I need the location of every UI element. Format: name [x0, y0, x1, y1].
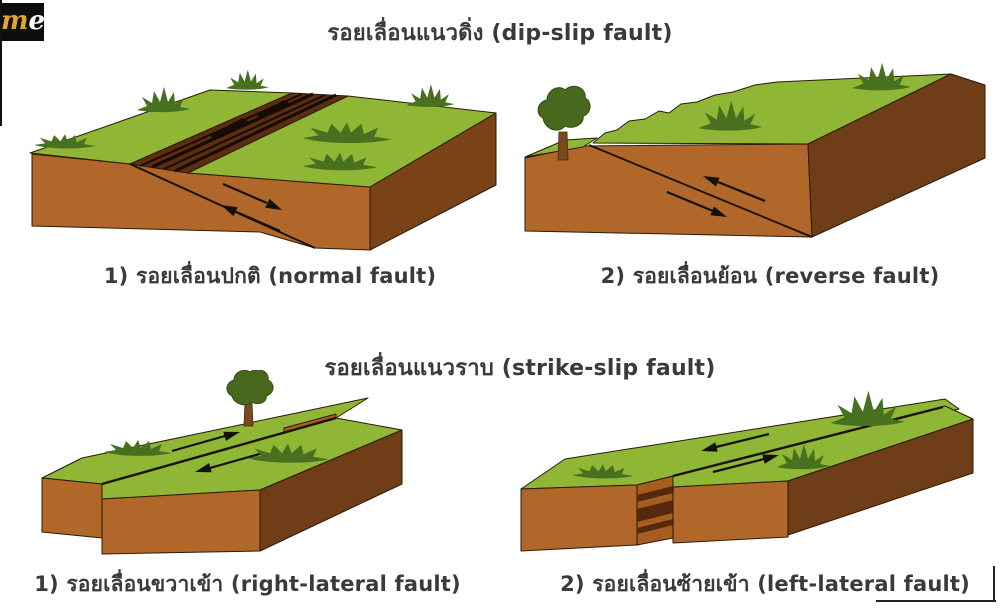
strike-slip-title: รอยเลื่อนแนวราบ (strike-slip fault): [324, 356, 716, 381]
tree-icon: [226, 370, 274, 427]
near-block-front-face: [101, 489, 261, 555]
left-arrow-icon: [701, 442, 718, 452]
logo-letter-e: e: [28, 6, 46, 36]
site-logo: me: [1, 3, 46, 41]
down-right-arrow-icon: [710, 206, 727, 217]
far-block-end-face: [41, 477, 103, 539]
right-lateral-caption: 1) รอยเลื่อนขวาเข้า (right-lateral fault…: [34, 572, 461, 596]
down-right-arrow-icon: [265, 198, 282, 210]
strike-slip-fault-line: [101, 416, 337, 486]
dip-slip-title: รอยเลื่อนแนวดิ่ง (dip-slip fault): [327, 21, 673, 46]
right-arrow-icon: [762, 454, 779, 464]
grass-icons: [104, 440, 329, 463]
left-lateral-caption: 2) รอยเลื่อนซ้ายเข้า (left-lateral fault…: [560, 572, 970, 596]
reverse-fault-plane-line: [588, 144, 813, 238]
right-arrow-icon: [223, 431, 240, 441]
right-lateral-fault-diagram: [41, 370, 403, 555]
near-block-side-face: [259, 429, 403, 552]
exposed-fault-strip: [636, 475, 674, 546]
near-block-side-face: [787, 418, 974, 536]
normal-fault-diagram: [29, 69, 497, 251]
grass-icons: [34, 69, 455, 171]
grass-icons: [572, 390, 905, 479]
up-left-arrow-icon: [221, 205, 238, 217]
reverse-fault-caption: 2) รอยเลื่อนย้อน (reverse fault): [600, 264, 940, 288]
tree-icon: [537, 85, 591, 161]
bottom-right-border-horizontal: [876, 600, 996, 602]
bottom-right-border-vertical: [993, 566, 995, 602]
logo-letter-m: m: [1, 6, 29, 36]
reverse-fault-diagram: [524, 62, 986, 238]
strike-slip-fault-line: [672, 405, 944, 478]
far-block-end-face: [520, 484, 638, 552]
left-lateral-fault-diagram: [520, 390, 974, 552]
grass-icons: [698, 62, 911, 131]
reverse-right-side-face: [807, 73, 986, 238]
normal-slip-arrows: [221, 182, 282, 233]
left-lateral-arrows: [701, 432, 779, 474]
normal-fault-caption: 1) รอยเลื่อนปกติ (normal fault): [103, 264, 437, 288]
left-arrow-icon: [195, 463, 212, 473]
near-block-front-face: [672, 480, 789, 544]
up-left-arrow-icon: [703, 176, 720, 187]
left-border-line: [0, 0, 2, 126]
normal-right-side-face: [369, 112, 497, 251]
reverse-slip-arrows: [666, 176, 766, 217]
right-lateral-arrows: [171, 431, 264, 473]
